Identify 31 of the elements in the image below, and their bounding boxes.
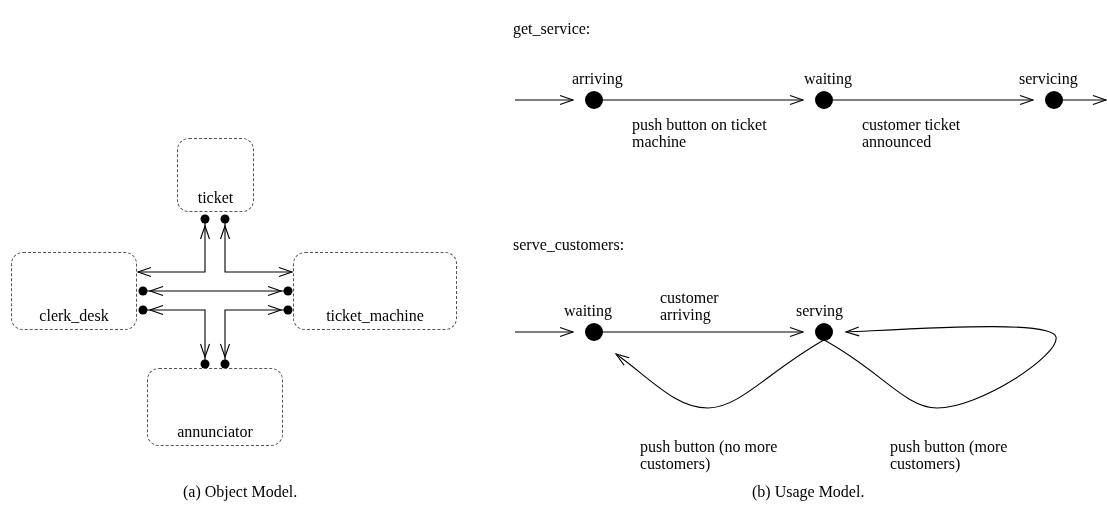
arrow: [602, 94, 804, 106]
object-name: clerk_desk: [38, 307, 110, 325]
section-title: serve_customers:: [513, 236, 625, 254]
object-box: [11, 252, 137, 330]
arrow: [137, 304, 211, 370]
arrow: [514, 326, 574, 338]
state-name: waiting: [804, 70, 852, 88]
object-box: [293, 252, 457, 330]
arrow: [219, 304, 294, 370]
state-name: waiting: [564, 302, 612, 320]
arrow: [615, 339, 825, 409]
arrow: [1062, 94, 1107, 106]
state-name: serving: [796, 302, 844, 320]
section-title: get_service:: [513, 20, 591, 38]
arrow: [219, 213, 293, 278]
state-name: arriving: [572, 70, 623, 88]
arrow: [137, 285, 294, 297]
object-name: ticket: [196, 189, 235, 207]
object-box: [147, 368, 283, 446]
arrow: [137, 213, 211, 278]
edge-label: push button on ticket machine: [632, 116, 767, 150]
object-box: [177, 138, 254, 212]
arrow: [823, 326, 1057, 409]
arrow: [602, 326, 804, 338]
arrow: [514, 94, 574, 106]
state-name: servicing: [1019, 70, 1078, 88]
caption: (a) Object Model.: [183, 483, 298, 501]
caption: (b) Usage Model.: [752, 483, 865, 501]
object-name: annunciator: [176, 423, 254, 441]
object-name: ticket_machine: [325, 307, 425, 325]
arrow: [832, 94, 1034, 106]
